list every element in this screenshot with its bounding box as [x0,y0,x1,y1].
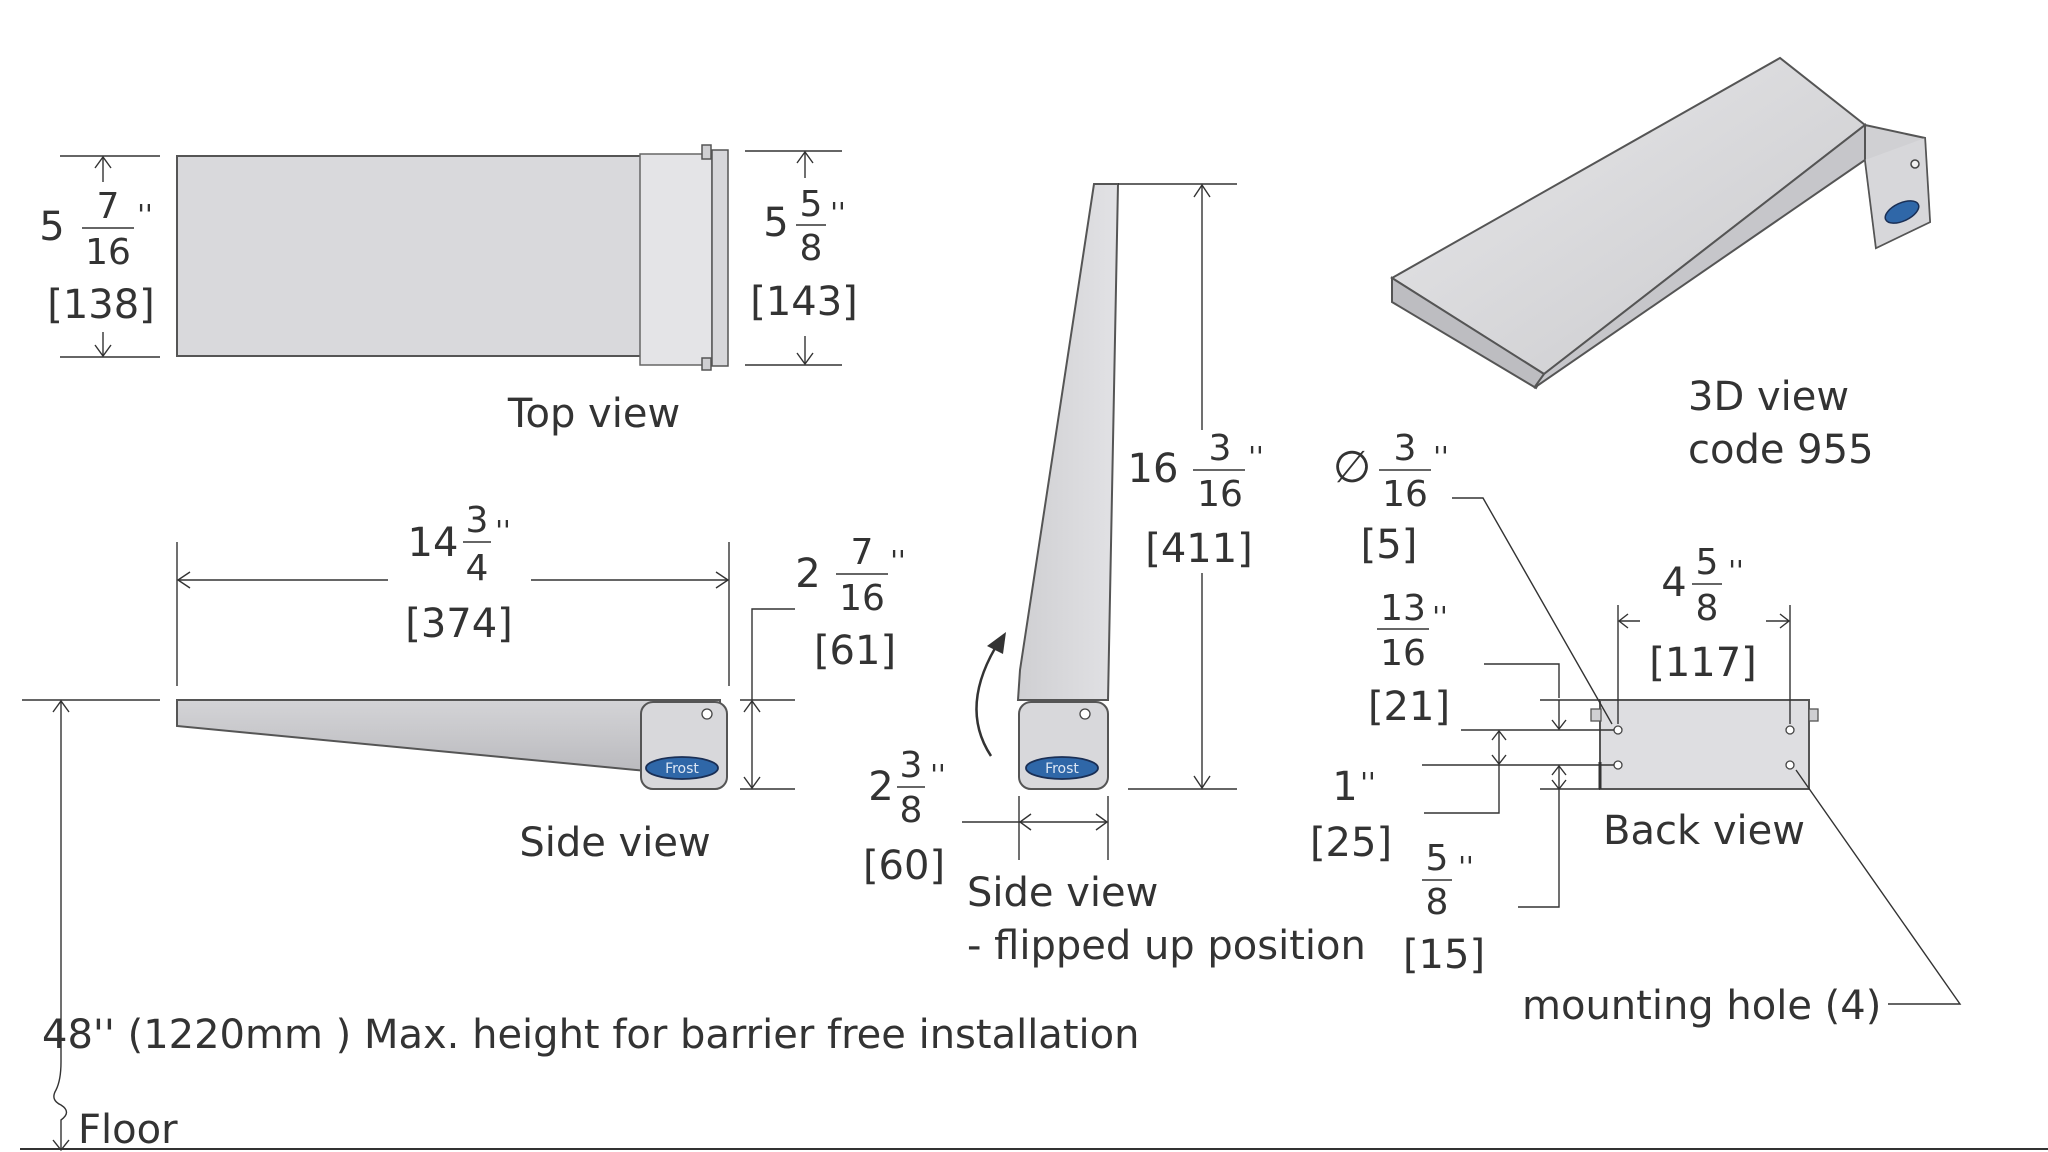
flipped-depth-mm: [60] [863,843,945,889]
iso-logo-badge [1884,200,1920,224]
mounting-hole-br [1785,760,1795,770]
hole-x-mm: [117] [1649,640,1757,686]
flipped-view: Frost 16 3 16 '' [411] 2 3 8 '' [60] Sid… [863,183,1366,969]
top-offset-num: 13 [1380,588,1426,629]
flipped-shelf [1016,183,1120,701]
top-width-left-whole: 5 [39,204,64,250]
side-length-den: 4 [466,548,489,589]
hole-dia-mm: [5] [1361,522,1418,568]
hole-dia-den: 16 [1382,474,1428,515]
top-width-right-whole: 5 [763,200,788,246]
iso-pin [1910,159,1920,169]
flipped-logo [1025,756,1099,780]
side-view-logo-text: Frost [665,761,699,777]
top-view: 5 7 16 '' [138] 5 5 8 '' [143] Top view [39,144,858,437]
flipped-height-num: 3 [1209,428,1232,469]
top-width-right-den: 8 [800,228,823,269]
rotation-arrow [975,639,1002,757]
diameter-symbol: ∅ [1333,442,1371,493]
hole-dia-inch: '' [1433,440,1448,473]
mounting-hole-tl [1613,725,1623,735]
bottom-offset-inch: '' [1458,850,1473,883]
back-view: ∅ 3 16 '' [5] 4 5 8 '' [117] [1310,428,1962,1029]
mounting-hole-leader [1795,769,1962,1005]
rotation-arrow-head [987,632,1006,654]
flipped-label-line1: Side view [967,870,1158,916]
top-offset-den: 16 [1380,633,1426,674]
bottom-offset-num: 5 [1426,838,1449,879]
mounting-hole-note: mounting hole (4) [1522,983,1881,1029]
top-width-right-mm: [143] [750,279,858,325]
bottom-offset-mm: [15] [1403,932,1485,978]
side-view: Frost 14 3 4 '' [374] 2 7 16 '' [61] Sid… [176,500,906,866]
iso-label-line2: code 955 [1688,427,1874,473]
back-view-tab-right [1808,708,1819,722]
flipped-depth-whole: 2 [868,764,893,810]
top-offset-mm: [21] [1368,684,1450,730]
side-view-label: Side view [519,820,710,866]
top-view-hinge-top [701,144,712,160]
side-view-logo [645,756,719,780]
back-view-label: Back view [1603,808,1805,854]
back-view-tab-left [1590,708,1602,722]
flipped-depth-inch: '' [930,758,945,791]
top-width-right-num: 5 [800,184,823,225]
flipped-height-whole: 16 [1128,446,1179,492]
side-view-pin [701,708,713,720]
top-width-left-inch: '' [137,198,152,231]
top-view-hinge-bottom [701,357,712,371]
flipped-height-mm: [411] [1145,526,1253,572]
hole-x-den: 8 [1696,588,1719,629]
side-length-whole: 14 [408,520,459,566]
back-view-plate [1599,699,1810,790]
hole-y-inch: '' [1360,766,1375,799]
hole-x-whole: 4 [1661,560,1686,606]
hole-y-mm: [25] [1310,820,1392,866]
hole-dia-num: 3 [1394,428,1417,469]
height-note-text: 48'' (1220mm ) Max. height for barrier f… [42,1012,1139,1058]
top-offset-inch: '' [1432,600,1447,633]
iso-tray-front-lip [1391,276,1546,390]
flipped-depth-num: 3 [900,745,923,786]
bottom-offset-den: 8 [1426,882,1449,923]
mounting-hole-bl [1613,760,1623,770]
flipped-height-inch: '' [1248,440,1263,473]
side-height-whole: 2 [795,551,820,597]
iso-label-line1: 3D view [1688,374,1849,420]
side-height-inch: '' [890,544,905,577]
side-height-num: 7 [851,532,874,573]
top-view-bracket [639,153,713,366]
break-symbol [53,1061,68,1150]
hole-x-num: 5 [1696,542,1719,583]
top-width-right-inch: '' [830,196,845,229]
floor-label: Floor [78,1107,178,1152]
top-width-left-den: 16 [85,232,131,273]
side-height-mm: [61] [814,628,896,674]
side-length-inch: '' [495,514,510,547]
side-height-den: 16 [839,578,885,619]
side-length-num: 3 [466,500,489,541]
flipped-height-den: 16 [1197,474,1243,515]
flipped-pin [1079,708,1091,720]
top-view-flange [711,149,729,367]
side-length-mm: [374] [405,601,513,647]
mounting-hole-tr [1785,725,1795,735]
top-width-left-mm: [138] [47,282,155,328]
flipped-depth-den: 8 [900,790,923,831]
iso-view: 3D view code 955 [1390,56,1932,473]
side-view-shelf [176,699,721,780]
hole-x-inch: '' [1728,554,1743,587]
flipped-label-line2: - flipped up position [967,923,1366,969]
height-note: 48'' (1220mm ) Max. height for barrier f… [20,699,2048,1152]
flipped-logo-text: Frost [1045,761,1079,777]
top-width-left-num: 7 [97,186,120,227]
hole-dia-leader [1452,497,1613,725]
top-view-shelf [176,155,721,357]
hole-y-value: 1 [1332,764,1357,810]
top-view-label: Top view [507,391,680,437]
